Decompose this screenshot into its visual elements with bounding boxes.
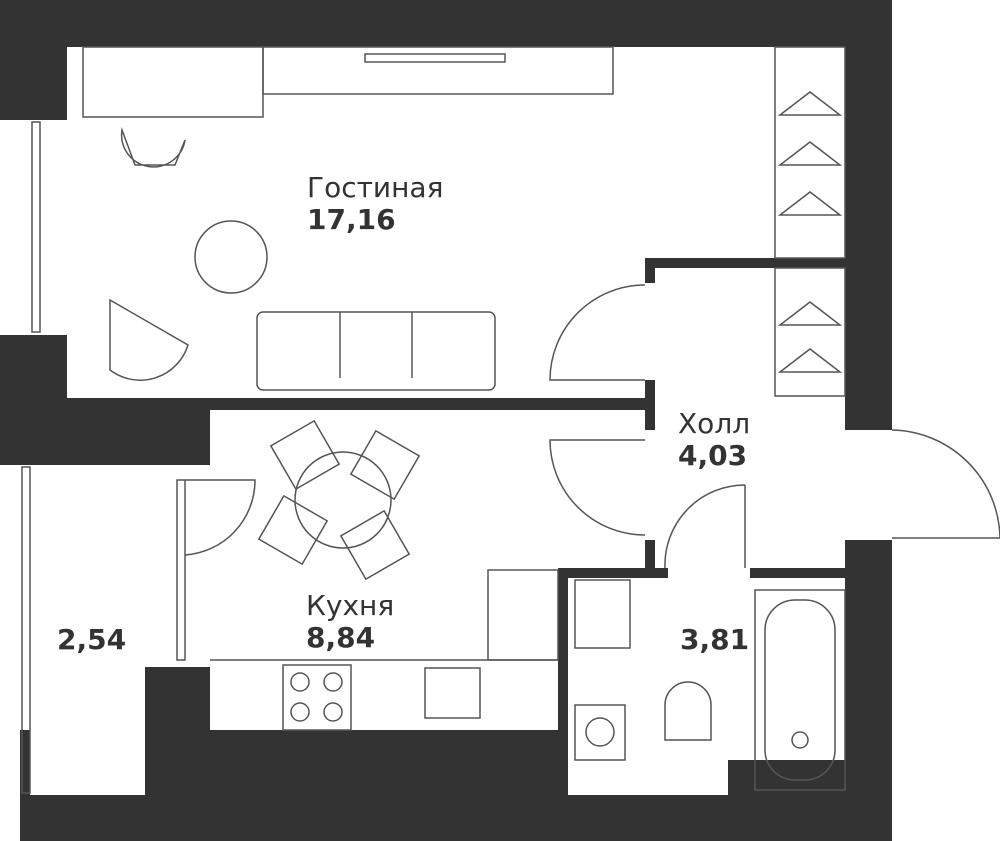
window-left (0, 120, 67, 335)
kitchen-furniture (210, 419, 559, 731)
hall-label: Холл 4,03 (678, 408, 750, 472)
living-room-area-value: 17,16 (307, 203, 396, 236)
kitchen-area-value: 8,84 (306, 621, 376, 654)
balcony-area (30, 465, 145, 795)
kitchen-counter-area (210, 655, 558, 730)
kitchen-label: Кухня 8,84 (306, 590, 394, 654)
kitchen-name: Кухня (306, 589, 395, 622)
bathroom-furniture (574, 579, 846, 791)
rooms (0, 47, 892, 841)
living-furniture (82, 46, 846, 397)
entrance-opening (845, 430, 892, 540)
living-room-name: Гостиная (307, 171, 444, 204)
doors (184, 284, 1000, 569)
living-room-label: Гостиная 17,16 (307, 172, 443, 236)
bathroom-area (568, 578, 845, 795)
hall-area-value: 4,03 (678, 439, 748, 472)
hall-name: Холл (678, 407, 751, 440)
balcony-area-value: 2,54 (57, 623, 127, 656)
hall-area (655, 268, 845, 568)
bathroom-area-value: 3,81 (680, 623, 750, 656)
